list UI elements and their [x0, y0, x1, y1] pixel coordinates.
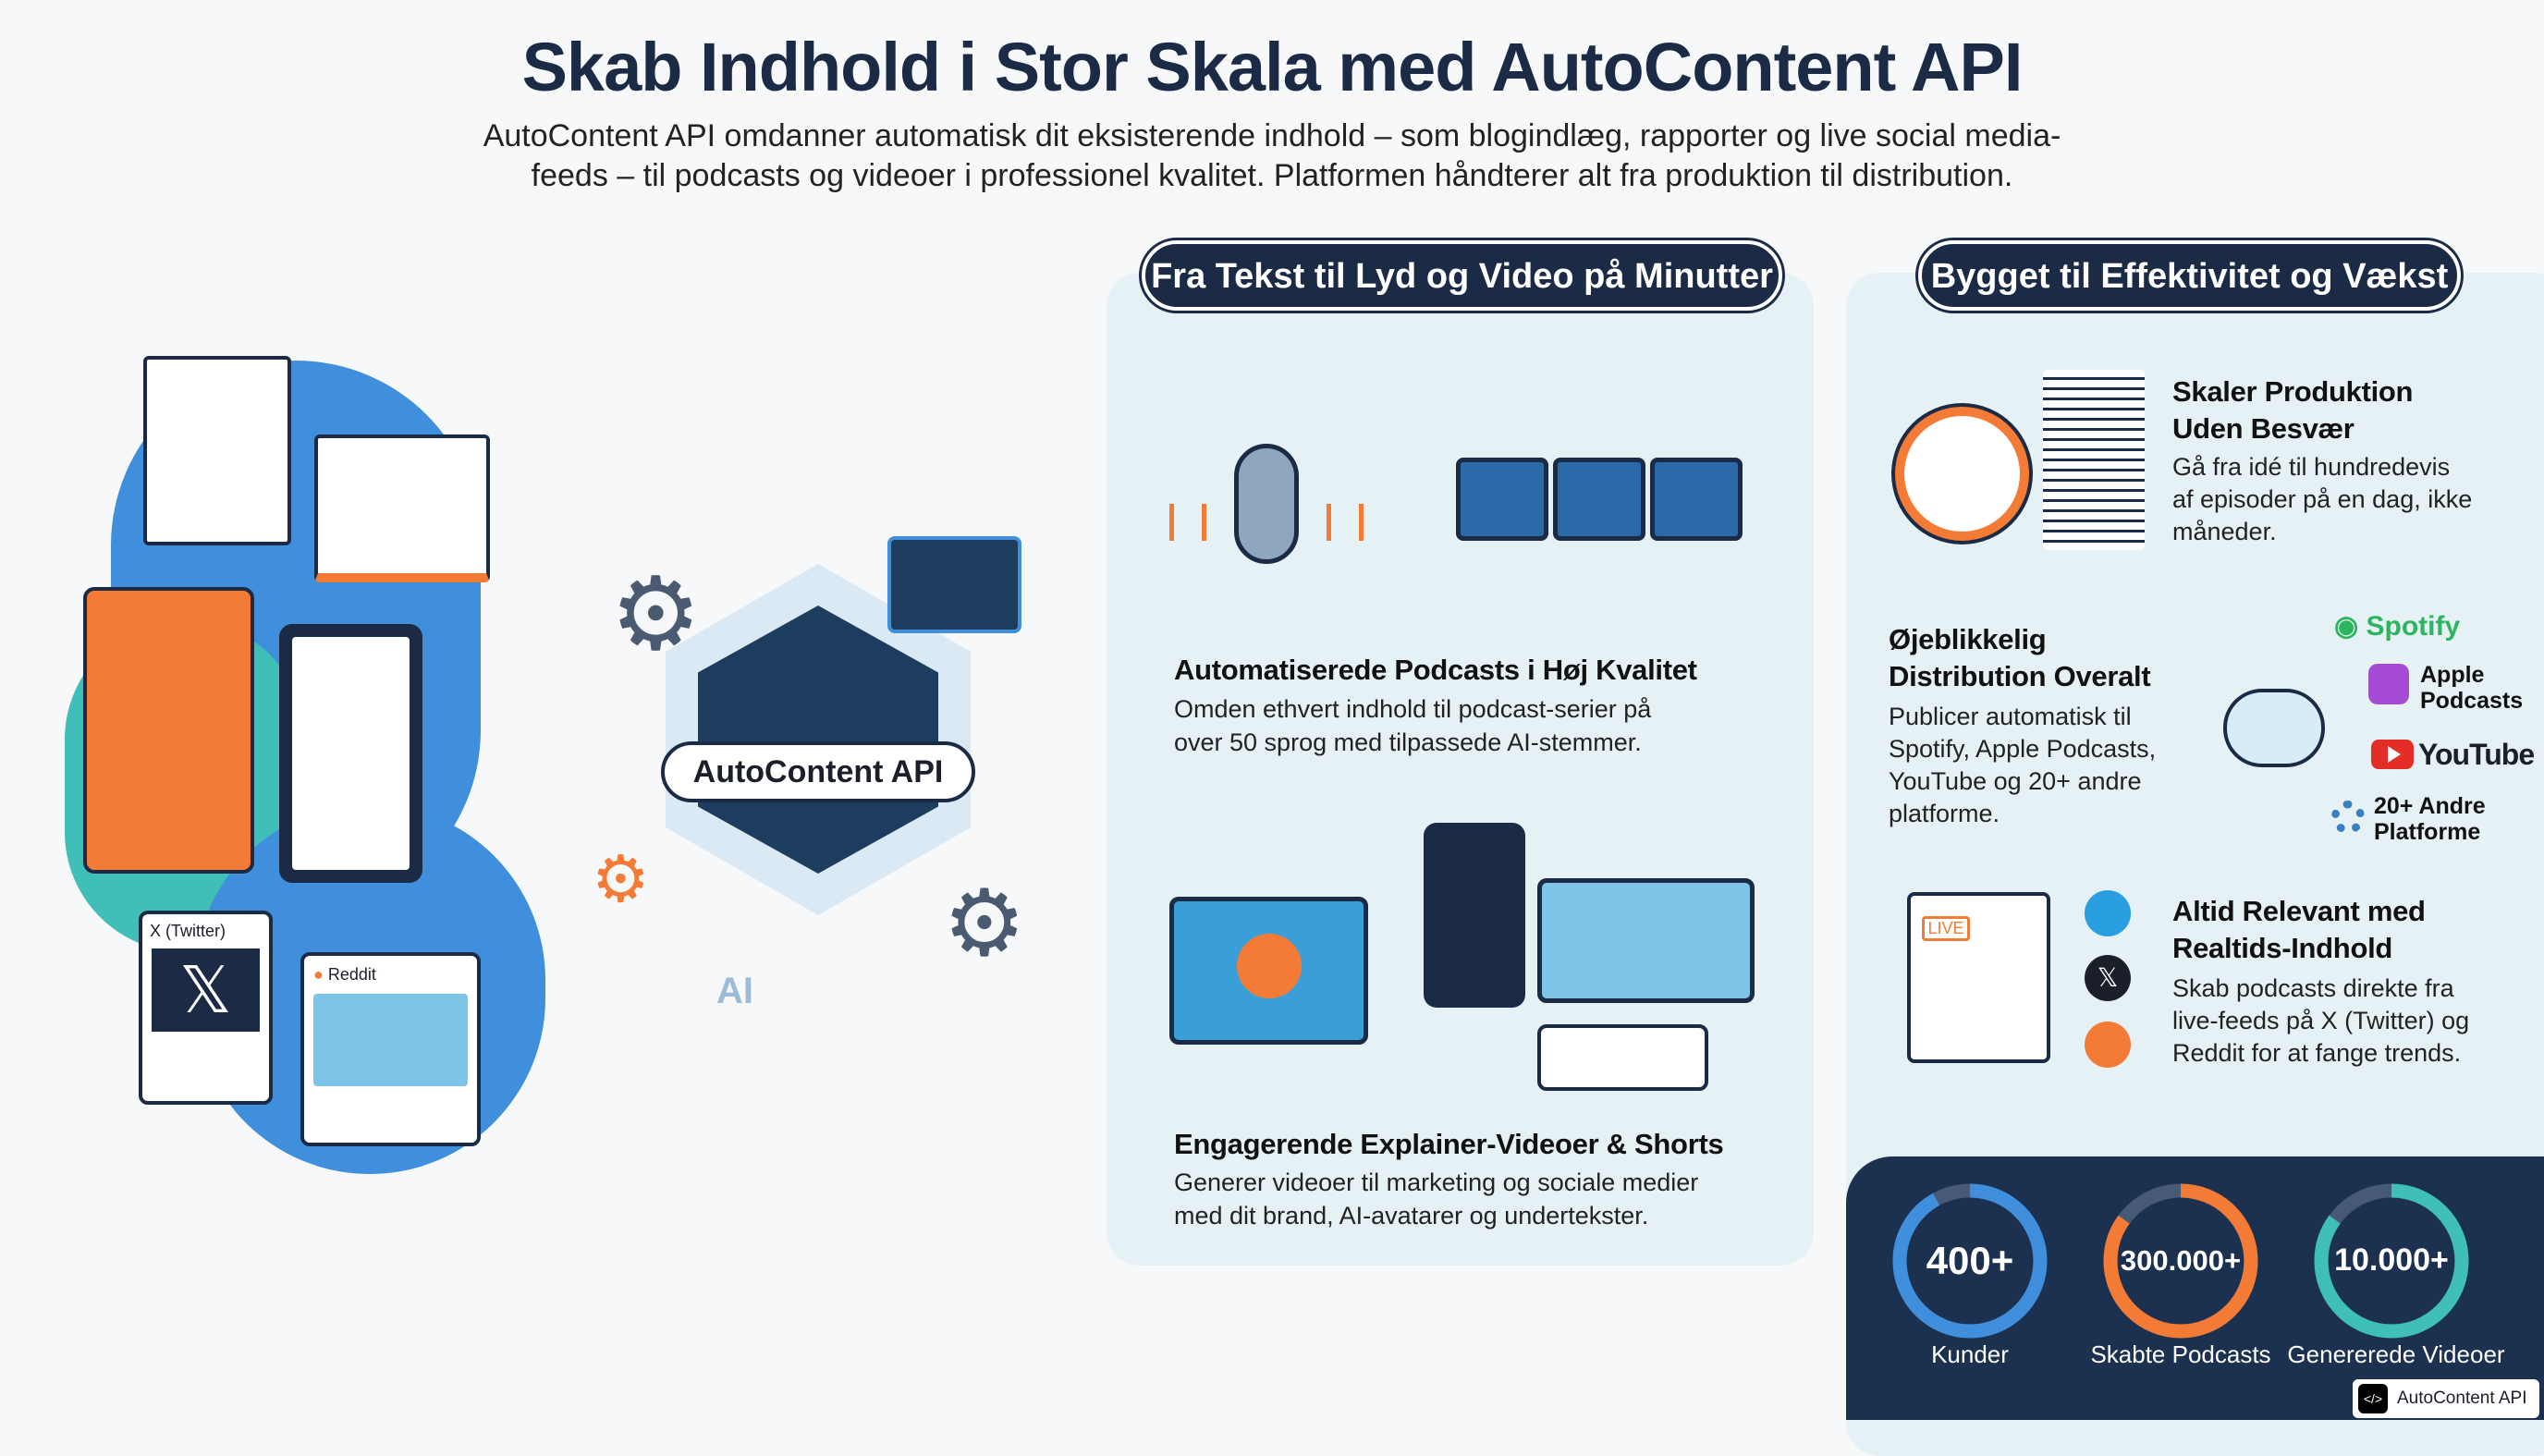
- content-sources-illustration: X (Twitter) 𝕏 ● Reddit: [37, 342, 555, 1193]
- waveform-screen-icon: [887, 536, 1021, 633]
- realtime-body-3: Reddit for at fange trends.: [2172, 1039, 2462, 1067]
- other-platforms-label-2: Platforme: [2374, 819, 2481, 845]
- ai-label: AI: [716, 971, 753, 1011]
- middle-panel: [1107, 273, 1814, 1266]
- podcast-card-title: Automatiserede Podcasts i Høj Kvalitet: [1174, 654, 1697, 686]
- distribution-body-4: platforme.: [1889, 800, 2000, 827]
- stat-value-videos: 10.000+: [2334, 1242, 2449, 1278]
- right-header: Bygget til Effektivitet og Vækst: [1918, 240, 2461, 311]
- watermark-label: AutoContent API: [2397, 1389, 2527, 1408]
- stat-label-videos: Genererede Videoer: [2287, 1340, 2505, 1368]
- apple-label-2: Podcasts: [2420, 688, 2524, 714]
- spotify-icon: ◉: [2334, 611, 2367, 642]
- realtime-body-2: live-feeds på X (Twitter) og: [2172, 1007, 2470, 1034]
- document-stack-icon: [2043, 370, 2145, 550]
- distribution-body-3: YouTube og 20+ andre: [1889, 767, 2142, 795]
- video-card-body-1: Generer videoer til marketing og sociale…: [1174, 1168, 1699, 1196]
- clock-icon: [1895, 407, 2029, 541]
- twitter-label: X (Twitter): [150, 922, 226, 940]
- video-card-title: Engagerende Explainer-Videoer & Shorts: [1174, 1128, 1724, 1160]
- live-dashboard-icon: LIVE: [1907, 892, 2050, 1063]
- realtime-title-1: Altid Relevant med: [2172, 895, 2426, 927]
- gear-icon: ⚙: [610, 557, 702, 671]
- scale-body-2: af episoder på en dag, ikke: [2172, 485, 2473, 513]
- avatar-video-icon: [1537, 878, 1755, 1003]
- scale-body-1: Gå fra idé til hundredevis: [2172, 453, 2451, 481]
- x-logo-icon: 𝕏: [152, 948, 260, 1032]
- tablet-icon: [279, 624, 422, 883]
- stat-value-podcasts: 300.000+: [2120, 1244, 2242, 1277]
- podcast-card-body-1: Omden ethvert indhold til podcast-serier…: [1174, 695, 1652, 723]
- twitter-bird-icon: [2085, 890, 2131, 936]
- apple-podcasts-icon: [2368, 664, 2409, 704]
- distribution-title-2: Distribution Overalt: [1889, 660, 2151, 692]
- distribution-body-2: Spotify, Apple Podcasts,: [1889, 735, 2157, 763]
- subtitle-line-1: AutoContent API omdanner automatisk dit …: [483, 118, 2061, 153]
- image-placeholder-icon: [313, 994, 468, 1086]
- reddit-label: Reddit: [327, 965, 376, 984]
- stat-label-customers: Kunder: [1931, 1340, 2009, 1368]
- reddit-icon: ●: [313, 965, 328, 984]
- document-icon: [143, 356, 291, 545]
- scale-title-1: Skaler Produktion: [2172, 375, 2414, 408]
- distribution-body-1: Publicer automatisk til: [1889, 703, 2132, 730]
- microphone-icon: [1160, 434, 1373, 619]
- cloud-upload-icon: [2223, 689, 2325, 767]
- stat-label-podcasts: Skabte Podcasts: [2090, 1340, 2271, 1368]
- phone-video-icon: [1424, 823, 1525, 1008]
- chat-bubble-icon: [1537, 1024, 1708, 1091]
- spotify-label: Spotify: [2366, 611, 2461, 642]
- other-platforms-label-1: 20+ Andre: [2374, 793, 2486, 819]
- realtime-body-1: Skab podcasts direkte fra: [2172, 974, 2454, 1002]
- page-title: Skab Indhold i Stor Skala med AutoConten…: [521, 29, 2024, 105]
- live-badge: LIVE: [1922, 916, 1970, 941]
- twitter-post-card: X (Twitter) 𝕏: [139, 911, 273, 1105]
- video-frames-icon: [1424, 425, 1752, 582]
- apple-label-1: Apple: [2420, 662, 2485, 688]
- stats-rings: [1892, 1183, 2469, 1339]
- stat-ring-fill: [2103, 1183, 2258, 1339]
- stat-ring-fill: [1892, 1183, 2048, 1339]
- gear-icon-large: ⚙: [943, 872, 1026, 975]
- notebook-icon: [83, 587, 254, 874]
- code-icon: </>: [2358, 1384, 2388, 1413]
- scale-body-3: måneder.: [2172, 518, 2277, 545]
- distribution-title-1: Øjeblikkelig: [1889, 623, 2047, 655]
- stat-value-customers: 400+: [1926, 1239, 2014, 1282]
- autocontent-hub: AutoContent API ⚙ ⚙ ⚙ AI: [592, 499, 1072, 1035]
- reddit-icon-right: [2085, 1022, 2131, 1068]
- hub-label: AutoContent API: [661, 741, 975, 802]
- video-card-body-2: med dit brand, AI-avatarer og undertekst…: [1174, 1202, 1649, 1230]
- subtitle-line-2: feeds – til podcasts og videoer i profes…: [531, 158, 2013, 193]
- gear-icon-platforms: [2331, 801, 2365, 834]
- reddit-post-card: ● Reddit: [300, 952, 481, 1146]
- watermark-badge: </> AutoContent API: [2353, 1379, 2539, 1418]
- middle-header: Fra Tekst til Lyd og Video på Minutter: [1142, 240, 1782, 311]
- gear-icon-orange: ⚙: [592, 843, 650, 915]
- spotify-logo: ◉ Spotify: [2334, 610, 2460, 642]
- youtube-icon: [2371, 740, 2414, 769]
- open-book-icon: [314, 434, 490, 582]
- realtime-title-2: Realtids-Indhold: [2172, 932, 2393, 964]
- stat-ring-fill: [2314, 1183, 2469, 1339]
- x-icon: 𝕏: [2085, 955, 2131, 1001]
- podcast-card-body-2: over 50 sprog med tilpassede AI-stemmer.: [1174, 728, 1642, 756]
- video-player-icon: [1169, 897, 1368, 1045]
- youtube-label: YouTube: [2418, 738, 2535, 771]
- scale-title-2: Uden Besvær: [2172, 412, 2354, 445]
